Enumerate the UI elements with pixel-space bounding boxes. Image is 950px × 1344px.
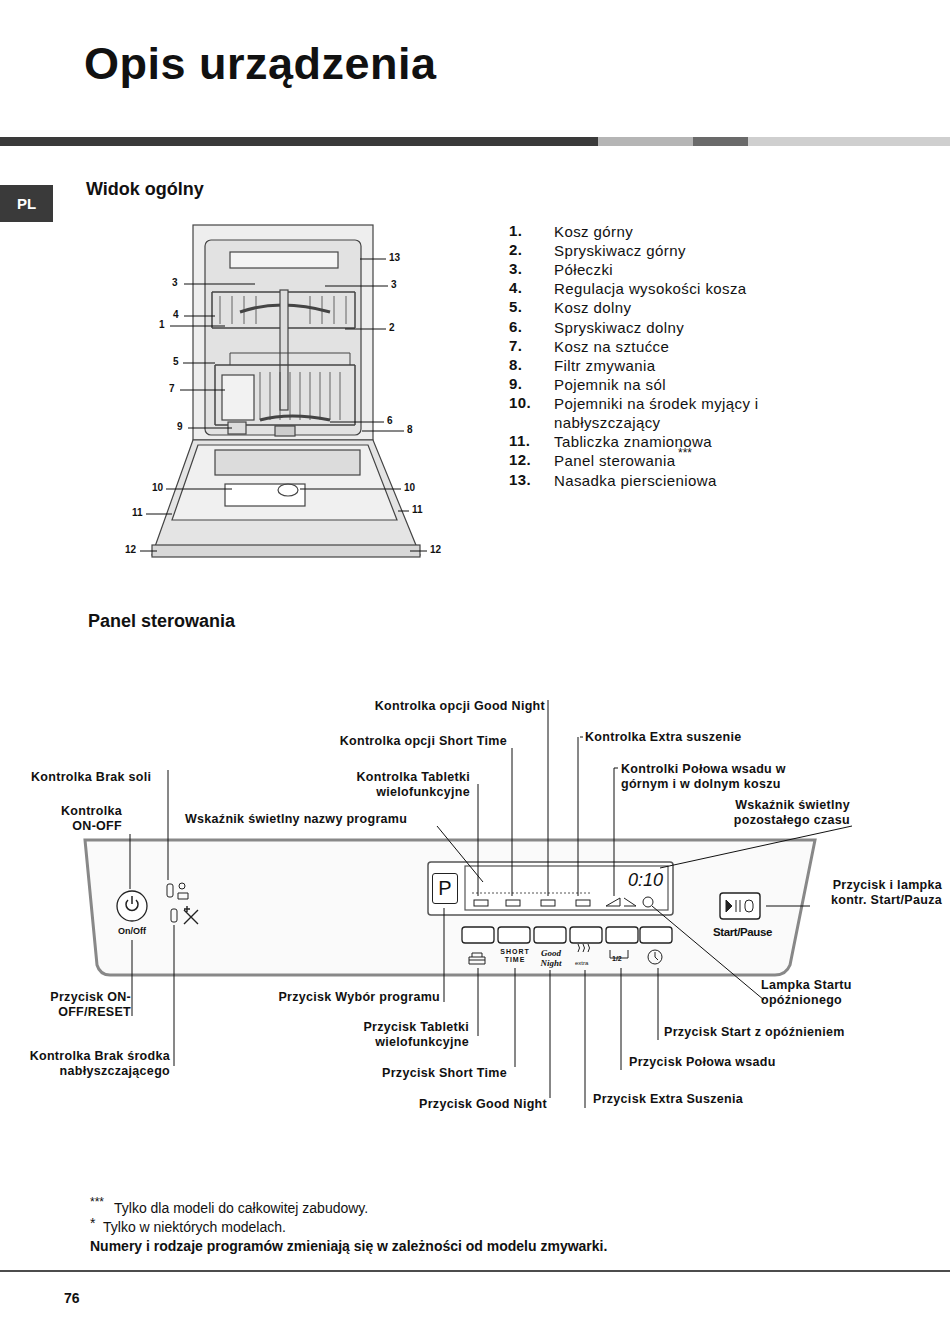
list-number: 11.: [509, 432, 530, 449]
section-heading: Panel sterowania: [88, 611, 235, 632]
callout-label: Kontrolki Połowa wsadu w górnym i w doln…: [621, 762, 821, 792]
panel-text: 1/2: [612, 955, 622, 963]
callout-label: Przycisk Extra Suszenia: [593, 1092, 743, 1107]
callout-number: 6: [387, 415, 393, 427]
callout-number: 11: [132, 507, 143, 519]
list-number: 8.: [509, 356, 522, 373]
leader-lines: [140, 259, 427, 551]
list-item: Filtr zmywania: [554, 356, 655, 375]
callout-label: Kontrolka opcji Good Night: [375, 699, 545, 714]
program-button: P: [432, 873, 458, 904]
footnote-mark: ***: [678, 447, 692, 461]
section-heading: Widok ogólny: [86, 179, 204, 200]
list-item: Spryskiwacz dolny: [554, 318, 684, 337]
callout-number: 7: [169, 383, 175, 395]
page-number: 76: [64, 1290, 80, 1306]
callout-number: 1: [159, 319, 165, 331]
callout-number: 3: [172, 277, 178, 289]
list-item: Panel sterowania: [554, 451, 675, 470]
list-number: 5.: [509, 298, 522, 315]
callout-number: 5: [173, 356, 179, 368]
callout-number: 9: [177, 421, 183, 433]
list-item: Pojemnik na sól: [554, 375, 666, 394]
callout-label: Przycisk i lampka kontr. Start/Pauza: [814, 878, 942, 908]
callout-number: 2: [389, 322, 395, 334]
callout-label: Przycisk Good Night: [419, 1097, 547, 1112]
callout-label: Przycisk ON-OFF/RESET: [36, 990, 131, 1020]
callout-label: Kontrolka Brak środka nabłyszczającego: [5, 1049, 170, 1079]
panel-text: On/Off: [118, 926, 146, 936]
dishwasher-illustration: [152, 225, 420, 557]
list-number: 10.: [509, 394, 531, 411]
footnote-mark: ***: [90, 1196, 104, 1210]
callout-label: Kontrolka ON-OFF: [42, 804, 122, 834]
list-number: 1.: [509, 222, 522, 239]
callout-label: Wskaźnik świetlny pozostałego czasu: [710, 798, 850, 828]
callout-label: Przycisk Wybór programu: [278, 990, 440, 1005]
list-number: 6.: [509, 318, 522, 335]
node-text: PL: [17, 195, 36, 212]
callout-number: 4: [173, 309, 179, 321]
callout-number: 3: [391, 279, 397, 291]
callout-label: Kontrolka Brak soli: [31, 770, 151, 785]
list-item: Kosz górny: [554, 222, 633, 241]
header-bar: [748, 137, 950, 146]
leader-lines: [130, 700, 852, 1108]
callout-label: Przycisk Short Time: [382, 1066, 507, 1081]
list-number: 2.: [509, 241, 522, 258]
panel-text: Start/Pause: [713, 926, 772, 939]
list-item: Kosz na sztućce: [554, 337, 669, 356]
callout-label: Przycisk Tabletki wielofunkcyjne: [344, 1020, 469, 1050]
list-item: Regulacja wysokości kosza: [554, 279, 747, 298]
footer-rule: [0, 1270, 950, 1272]
callout-label: Wskaźnik świetlny nazwy programu: [185, 812, 407, 827]
list-item: Półeczki: [554, 260, 613, 279]
footnote: Tylko dla modeli do całkowitej zabudowy.: [114, 1200, 368, 1216]
list-item: Kosz dolny: [554, 298, 631, 317]
callout-number: 8: [407, 424, 413, 436]
header-bar: [693, 137, 748, 146]
callout-number: 10: [152, 482, 163, 494]
callout-label: Kontrolka opcji Short Time: [340, 734, 507, 749]
list-number: 9.: [509, 375, 522, 392]
language-tab: PL: [0, 185, 53, 222]
list-item: Pojemniki na środek myjący i nabłyszczaj…: [554, 394, 779, 432]
list-number: 13.: [509, 471, 531, 488]
list-number: 12.: [509, 451, 531, 468]
callout-number: 11: [412, 504, 423, 516]
callout-number: 12: [125, 544, 136, 556]
node-text: P: [438, 877, 451, 900]
callout-label: Przycisk Połowa wsadu: [629, 1055, 776, 1070]
panel-text: Good Night: [537, 948, 565, 969]
footnote-mark: *: [90, 1215, 95, 1231]
list-number: 3.: [509, 260, 522, 277]
header-bar: [0, 137, 598, 146]
list-item: Spryskiwacz górny: [554, 241, 686, 260]
callout-number: 12: [430, 544, 441, 556]
list-item: Nasadka pierscieniowa: [554, 471, 717, 490]
header-bar: [598, 137, 693, 146]
panel-text: SHORT TIME: [497, 948, 533, 964]
callout-number: 13: [389, 252, 400, 264]
callout-label: Kontrolka Tabletki wielofunkcyjne: [330, 770, 470, 800]
footnote: Tylko w niektórych modelach.: [103, 1219, 286, 1235]
callout-label: Lampka Startu opóźnionego: [761, 978, 871, 1008]
display-digits: 0:10: [628, 870, 663, 891]
footnote: Numery i rodzaje programów zmieniają się…: [90, 1238, 607, 1254]
callout-label: Przycisk Start z opóźnieniem: [664, 1025, 845, 1040]
panel-text: extra: [575, 960, 588, 967]
list-number: 4.: [509, 279, 522, 296]
control-panel: [85, 840, 815, 975]
callout-number: 10: [404, 482, 415, 494]
page-title: Opis urządzenia: [84, 38, 437, 90]
list-number: 7.: [509, 337, 522, 354]
callout-label: Kontrolka Extra suszenie: [585, 730, 742, 745]
